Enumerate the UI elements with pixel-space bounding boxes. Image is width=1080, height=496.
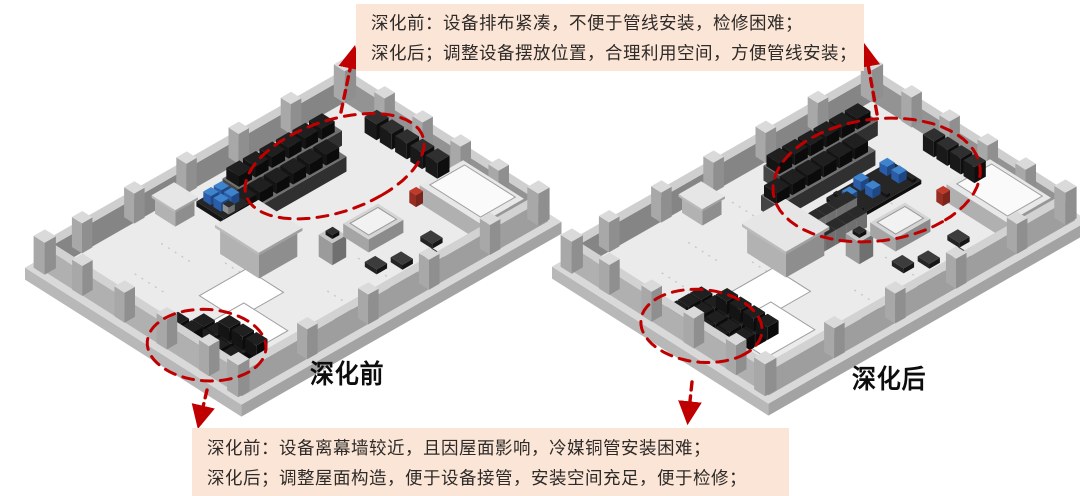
dashed-ellipse-highlight (639, 287, 764, 365)
callout-bottom-line2: 深化后；调整屋面构造，便于设备接管，安装空间充足，便于检修； (207, 468, 747, 488)
dashed-arrow-up-right-icon (856, 42, 881, 116)
callout-bottom: 深化前：设备离幕墙较近，且因屋面影响，冷媒铜管安装困难； 深化后；调整屋面构造，… (192, 428, 789, 496)
model-before-3d (25, 57, 562, 417)
dashed-ellipse-highlight (145, 307, 268, 383)
annotation-layer (191, 42, 881, 429)
dashed-arrow-down-left-icon (191, 388, 215, 429)
model-after-3d (552, 56, 1080, 416)
model-label-before: 深化前 (310, 359, 385, 389)
callout-top-line1: 深化前：设备排布紧凑，不便于管线安装，检修困难； (371, 13, 803, 33)
model-label-after: 深化后 (852, 364, 927, 394)
callout-bottom-line1: 深化前：设备离幕墙较近，且因屋面影响，冷媒铜管安装困难； (207, 438, 711, 458)
dashed-ellipse-highlight (771, 116, 982, 244)
dashed-ellipse-highlight (243, 111, 426, 221)
callout-top: 深化前：设备排布紧凑，不便于管线安装，检修困难； 深化后；调整设备摆放位置，合理… (356, 4, 864, 71)
dashed-arrow-down-right-icon (678, 380, 702, 426)
callout-top-line2: 深化后；调整设备摆放位置，合理利用空间，方便管线安装； (371, 43, 857, 63)
dashed-arrow-up-left-icon (338, 45, 362, 114)
